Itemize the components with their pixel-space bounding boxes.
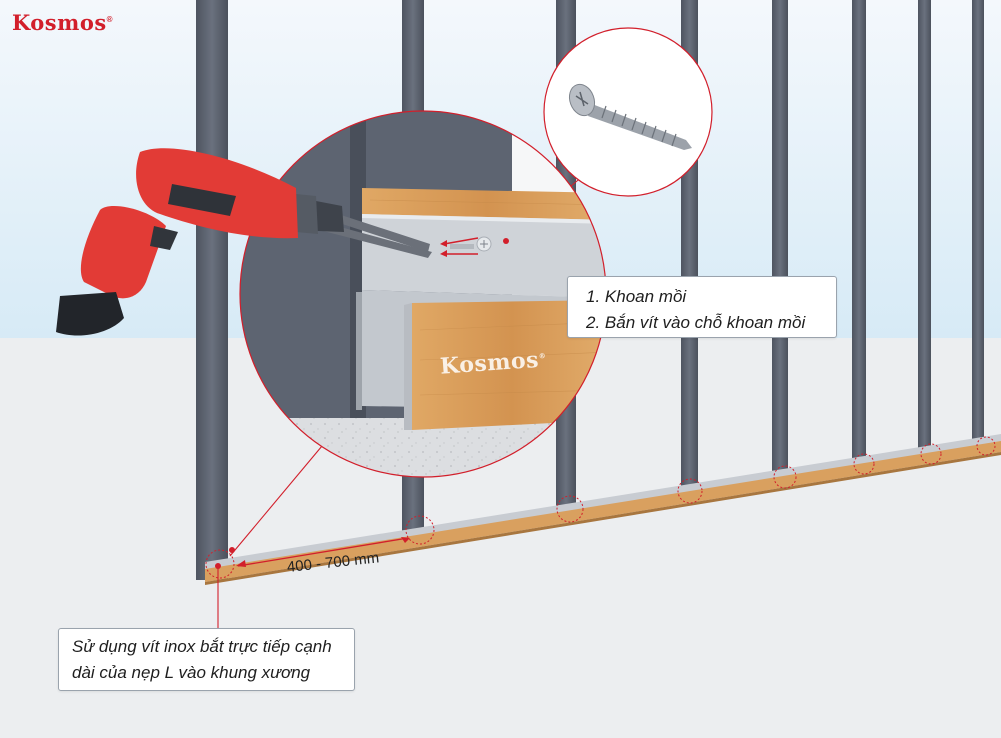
zoom-detail: [239, 110, 607, 478]
screw-note-line-2: dài của nẹp L vào khung xương: [72, 662, 311, 682]
brand-logo: Kosmos®: [12, 10, 114, 35]
leader-dot: [215, 563, 221, 569]
screw-note-line-1: Sử dụng vít inox bắt trực tiếp cạnh: [72, 637, 332, 656]
screw-positions: [205, 436, 996, 579]
baseboard-rail: [205, 434, 1001, 585]
power-drill-icon: [56, 148, 430, 336]
steps-callout: 1. Khoan mồi 2. Bắn vít vào chỗ khoan mồ…: [567, 276, 837, 338]
screw-icon: [568, 83, 692, 150]
leader-dot: [229, 547, 235, 553]
screw-note-callout: Sử dụng vít inox bắt trực tiếp cạnh dài …: [58, 628, 355, 691]
step-drill-pilot: 1. Khoan mồi: [586, 287, 687, 306]
dimension-arrow: [236, 537, 410, 567]
screw-insertion-arrows: [440, 236, 492, 257]
screw-detail: [543, 27, 713, 197]
step-drive-screw: 2. Bắn vít vào chỗ khoan mồi: [586, 312, 806, 332]
